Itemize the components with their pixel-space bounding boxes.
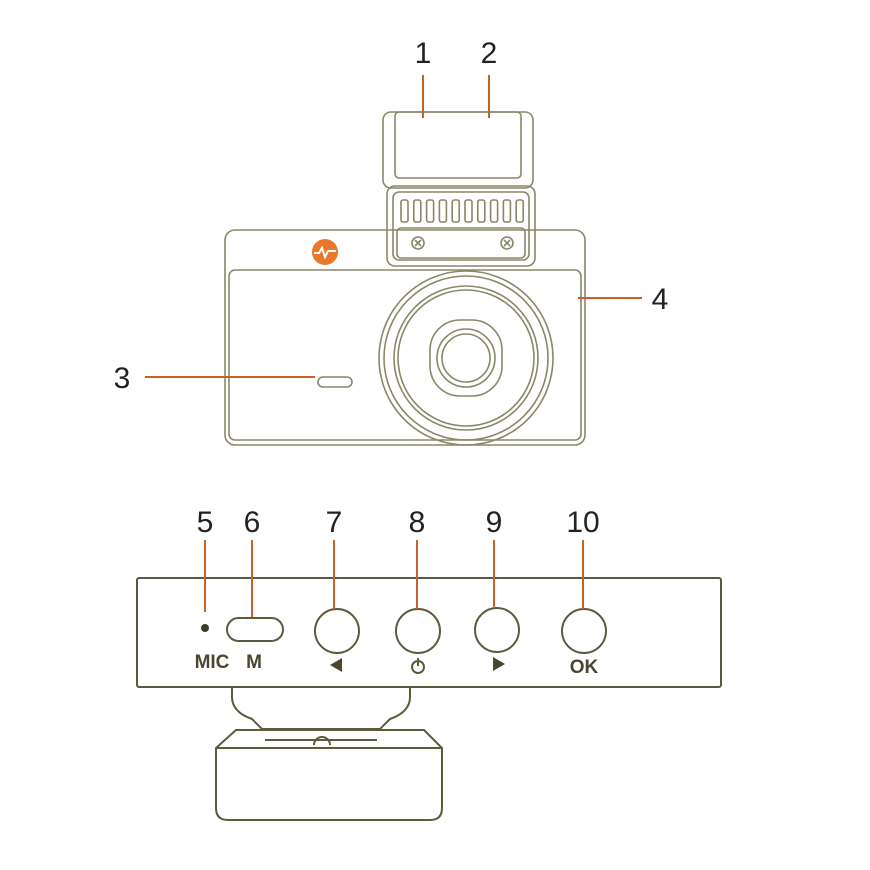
ok-button[interactable] bbox=[561, 608, 607, 654]
power-button[interactable] bbox=[395, 608, 441, 654]
lens bbox=[378, 270, 554, 446]
callout-4: 4 bbox=[652, 283, 669, 316]
callout-1: 1 bbox=[415, 37, 432, 70]
vent-fin bbox=[464, 199, 473, 223]
vent-fin bbox=[476, 199, 486, 223]
speaker-slot bbox=[317, 376, 353, 388]
vent-fin bbox=[502, 199, 512, 223]
right-arrow-icon bbox=[493, 657, 505, 671]
vent-fin bbox=[489, 199, 499, 223]
callout-7: 7 bbox=[326, 506, 343, 539]
mode-label: M bbox=[246, 652, 262, 673]
callout-8: 8 bbox=[409, 506, 426, 539]
callout-9: 9 bbox=[486, 506, 503, 539]
callout-6: 6 bbox=[244, 506, 261, 539]
mic-label: MIC bbox=[195, 652, 230, 673]
vent-fin bbox=[425, 199, 435, 223]
right-button[interactable] bbox=[474, 607, 520, 653]
callout-2: 2 bbox=[481, 37, 498, 70]
callout-3: 3 bbox=[114, 362, 131, 395]
callout-5: 5 bbox=[197, 506, 214, 539]
camera-top-view: MIC M OK bbox=[136, 577, 722, 821]
power-icon bbox=[411, 658, 425, 674]
vent-fin bbox=[451, 199, 461, 223]
brand-logo-icon bbox=[312, 239, 338, 265]
left-arrow-icon bbox=[330, 658, 342, 672]
vent-fin bbox=[400, 199, 409, 223]
vent-fin bbox=[438, 199, 448, 223]
mode-button[interactable] bbox=[226, 617, 284, 642]
ok-label: OK bbox=[570, 657, 599, 678]
screw-icon bbox=[500, 236, 514, 250]
camera-front-view bbox=[224, 111, 586, 446]
left-button[interactable] bbox=[314, 608, 360, 654]
mic-hole bbox=[201, 624, 209, 632]
screw-icon bbox=[411, 236, 425, 250]
vent-fin bbox=[412, 199, 422, 223]
vent-fin bbox=[515, 199, 525, 223]
callout-10: 10 bbox=[566, 506, 599, 539]
